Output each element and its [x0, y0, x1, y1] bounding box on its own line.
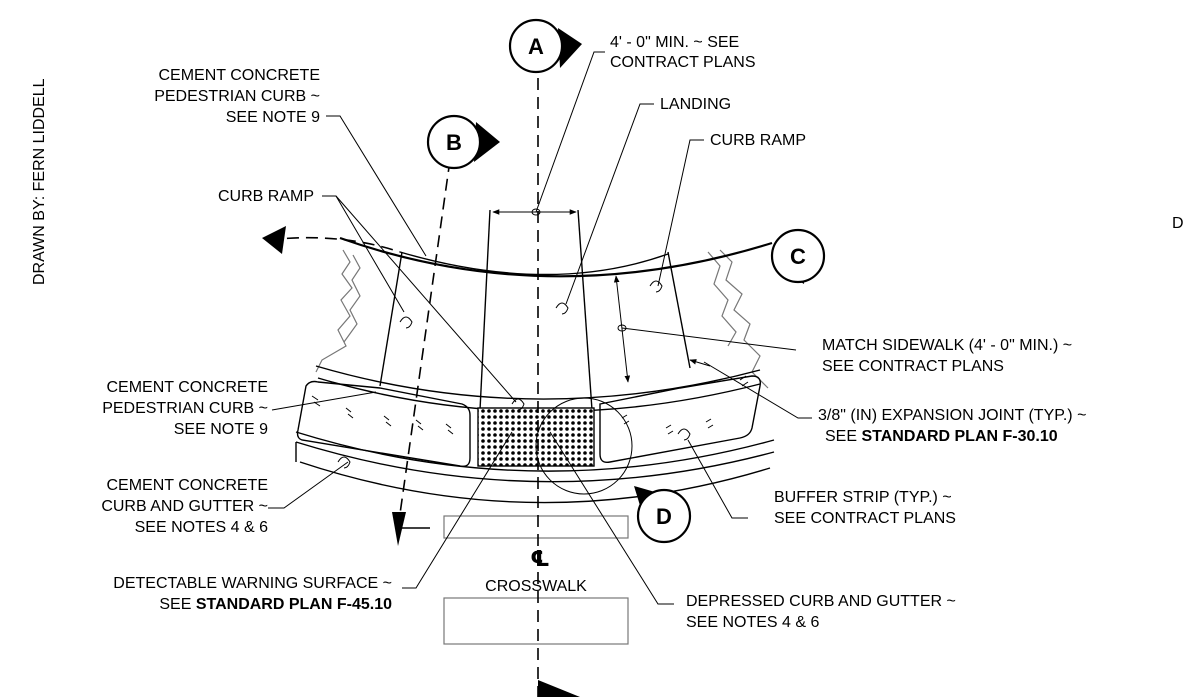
svg-text:SEE NOTES 4 & 6: SEE NOTES 4 & 6 [135, 519, 268, 536]
svg-text:DEPRESSED CURB AND GUTTER ~: DEPRESSED CURB AND GUTTER ~ [686, 593, 956, 610]
svg-text:SEE NOTE 9: SEE NOTE 9 [226, 109, 320, 126]
svg-text:B: B [446, 130, 462, 155]
svg-text:D: D [656, 504, 672, 529]
section-marker-b: B [426, 114, 500, 170]
sidewalk-edge-right [707, 249, 769, 389]
svg-text:SEE CONTRACT PLANS: SEE CONTRACT PLANS [774, 510, 956, 527]
svg-text:PEDESTRIAN CURB ~: PEDESTRIAN CURB ~ [102, 400, 268, 417]
section-marker-c: C [770, 228, 826, 284]
svg-text:C: C [790, 244, 806, 269]
svg-text:CONTRACT PLANS: CONTRACT PLANS [610, 54, 756, 71]
sidewalk-edge-left [315, 249, 361, 373]
svg-text:PEDESTRIAN CURB ~: PEDESTRIAN CURB ~ [154, 88, 320, 105]
buffer-strip-right [599, 375, 762, 464]
centerline-symbol: ℄ [530, 546, 550, 571]
label-pedestrian-curb-mid: CEMENT CONCRETE PEDESTRIAN CURB ~ SEE NO… [102, 379, 268, 438]
label-curb-ramp-right: CURB RAMP [710, 132, 806, 149]
label-match-sidewalk: MATCH SIDEWALK (4' - 0" MIN.) ~ SEE CONT… [822, 337, 1072, 375]
section-marker-d: D [634, 486, 692, 544]
crosswalk-stripe-top [443, 515, 629, 539]
svg-text:CEMENT CONCRETE: CEMENT CONCRETE [159, 67, 321, 84]
leader-lines [268, 51, 812, 605]
expansion-joint-symbols [311, 375, 749, 435]
ramp-flare-right [667, 251, 691, 369]
label-detectable-warning: DETECTABLE WARNING SURFACE ~ SEE STANDAR… [113, 575, 392, 613]
leader-tilde-marks [337, 280, 691, 469]
label-curb-gutter: CEMENT CONCRETE CURB AND GUTTER ~ SEE NO… [101, 477, 268, 536]
svg-text:SEE NOTES 4 & 6: SEE NOTES 4 & 6 [686, 614, 819, 631]
pedestrian-curb-line [315, 365, 761, 400]
svg-text:BUFFER STRIP (TYP.) ~: BUFFER STRIP (TYP.) ~ [774, 489, 952, 506]
section-marker-a: A [508, 18, 582, 74]
svg-text:SEE STANDARD PLAN F-30.10: SEE STANDARD PLAN F-30.10 [825, 428, 1058, 445]
svg-text:SEE CONTRACT PLANS: SEE CONTRACT PLANS [822, 358, 1004, 375]
svg-text:MATCH SIDEWALK (4' - 0" MIN.): MATCH SIDEWALK (4' - 0" MIN.) ~ [822, 337, 1072, 354]
drawn-by-text: DRAWN BY: FERN LIDDELL [31, 78, 48, 285]
detectable-warning-surface [477, 407, 595, 467]
buffer-strip-left [296, 380, 471, 468]
svg-text:4' - 0" MIN. ~ SEE: 4' - 0" MIN. ~ SEE [610, 34, 739, 51]
svg-text:SEE NOTE 9: SEE NOTE 9 [174, 421, 268, 438]
label-buffer-strip: BUFFER STRIP (TYP.) ~ SEE CONTRACT PLANS [774, 489, 956, 527]
detail-circle-d [535, 397, 633, 495]
ramp-flare-left [379, 251, 403, 387]
svg-text:CEMENT CONCRETE: CEMENT CONCRETE [107, 379, 269, 396]
label-pedestrian-curb-top: CEMENT CONCRETE PEDESTRIAN CURB ~ SEE NO… [154, 67, 320, 126]
label-min-width: 4' - 0" MIN. ~ SEE CONTRACT PLANS [610, 34, 756, 71]
sidewalk-width-dimension [613, 275, 631, 383]
section-line-c [267, 236, 401, 253]
label-expansion-joint: 3/8" (IN) EXPANSION JOINT (TYP.) ~ SEE S… [818, 407, 1086, 445]
label-depressed-curb: DEPRESSED CURB AND GUTTER ~ SEE NOTES 4 … [686, 593, 956, 631]
label-landing: LANDING [660, 96, 731, 113]
min-width-dimension [492, 208, 577, 216]
back-of-walk-arc [339, 236, 773, 278]
label-curb-ramp-left: CURB RAMP [218, 188, 314, 205]
section-line-b [397, 159, 451, 529]
crosswalk-stripe-bottom [443, 597, 629, 645]
svg-text:CEMENT CONCRETE: CEMENT CONCRETE [107, 477, 269, 494]
svg-text:DETECTABLE WARNING SURFACE ~: DETECTABLE WARNING SURFACE ~ [113, 575, 392, 592]
svg-text:A: A [528, 34, 544, 59]
svg-text:CURB AND GUTTER ~: CURB AND GUTTER ~ [101, 498, 268, 515]
ramp-flare-inner-left [479, 209, 491, 411]
edge-fragment-text: D [1172, 215, 1184, 232]
svg-text:SEE STANDARD PLAN F-45.10: SEE STANDARD PLAN F-45.10 [159, 596, 392, 613]
svg-text:3/8" (IN) EXPANSION JOINT (TYP: 3/8" (IN) EXPANSION JOINT (TYP.) ~ [818, 407, 1086, 424]
ramp-flare-inner-right [577, 209, 593, 411]
label-crosswalk: CROSSWALK [485, 578, 587, 595]
